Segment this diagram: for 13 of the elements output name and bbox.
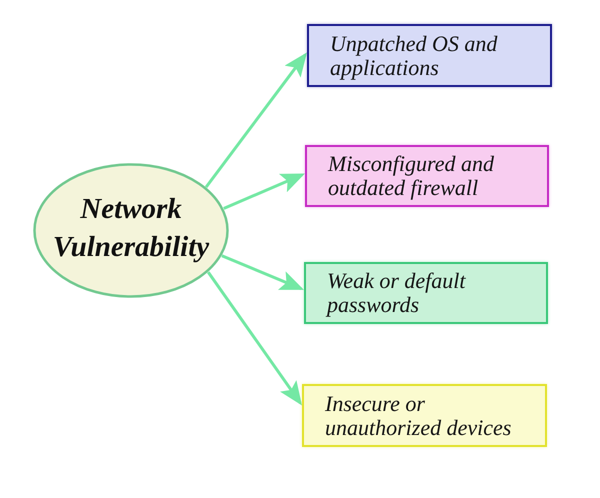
- category-text: Insecure or unauthorized devices: [325, 392, 512, 440]
- arrow: [204, 52, 307, 188]
- category-text: Misconfigured and outdated firewall: [328, 152, 495, 200]
- category-box: [305, 145, 549, 207]
- category-box: [304, 262, 548, 324]
- category-text: Unpatched OS and applications: [330, 32, 498, 80]
- category-box: [307, 24, 552, 87]
- category-text: Weak or default passwords: [327, 269, 467, 317]
- arrow: [223, 173, 305, 210]
- topic-title: Network Vulnerability: [52, 192, 210, 264]
- category-box: [302, 384, 547, 447]
- arrow: [221, 254, 304, 290]
- arrow: [206, 271, 302, 406]
